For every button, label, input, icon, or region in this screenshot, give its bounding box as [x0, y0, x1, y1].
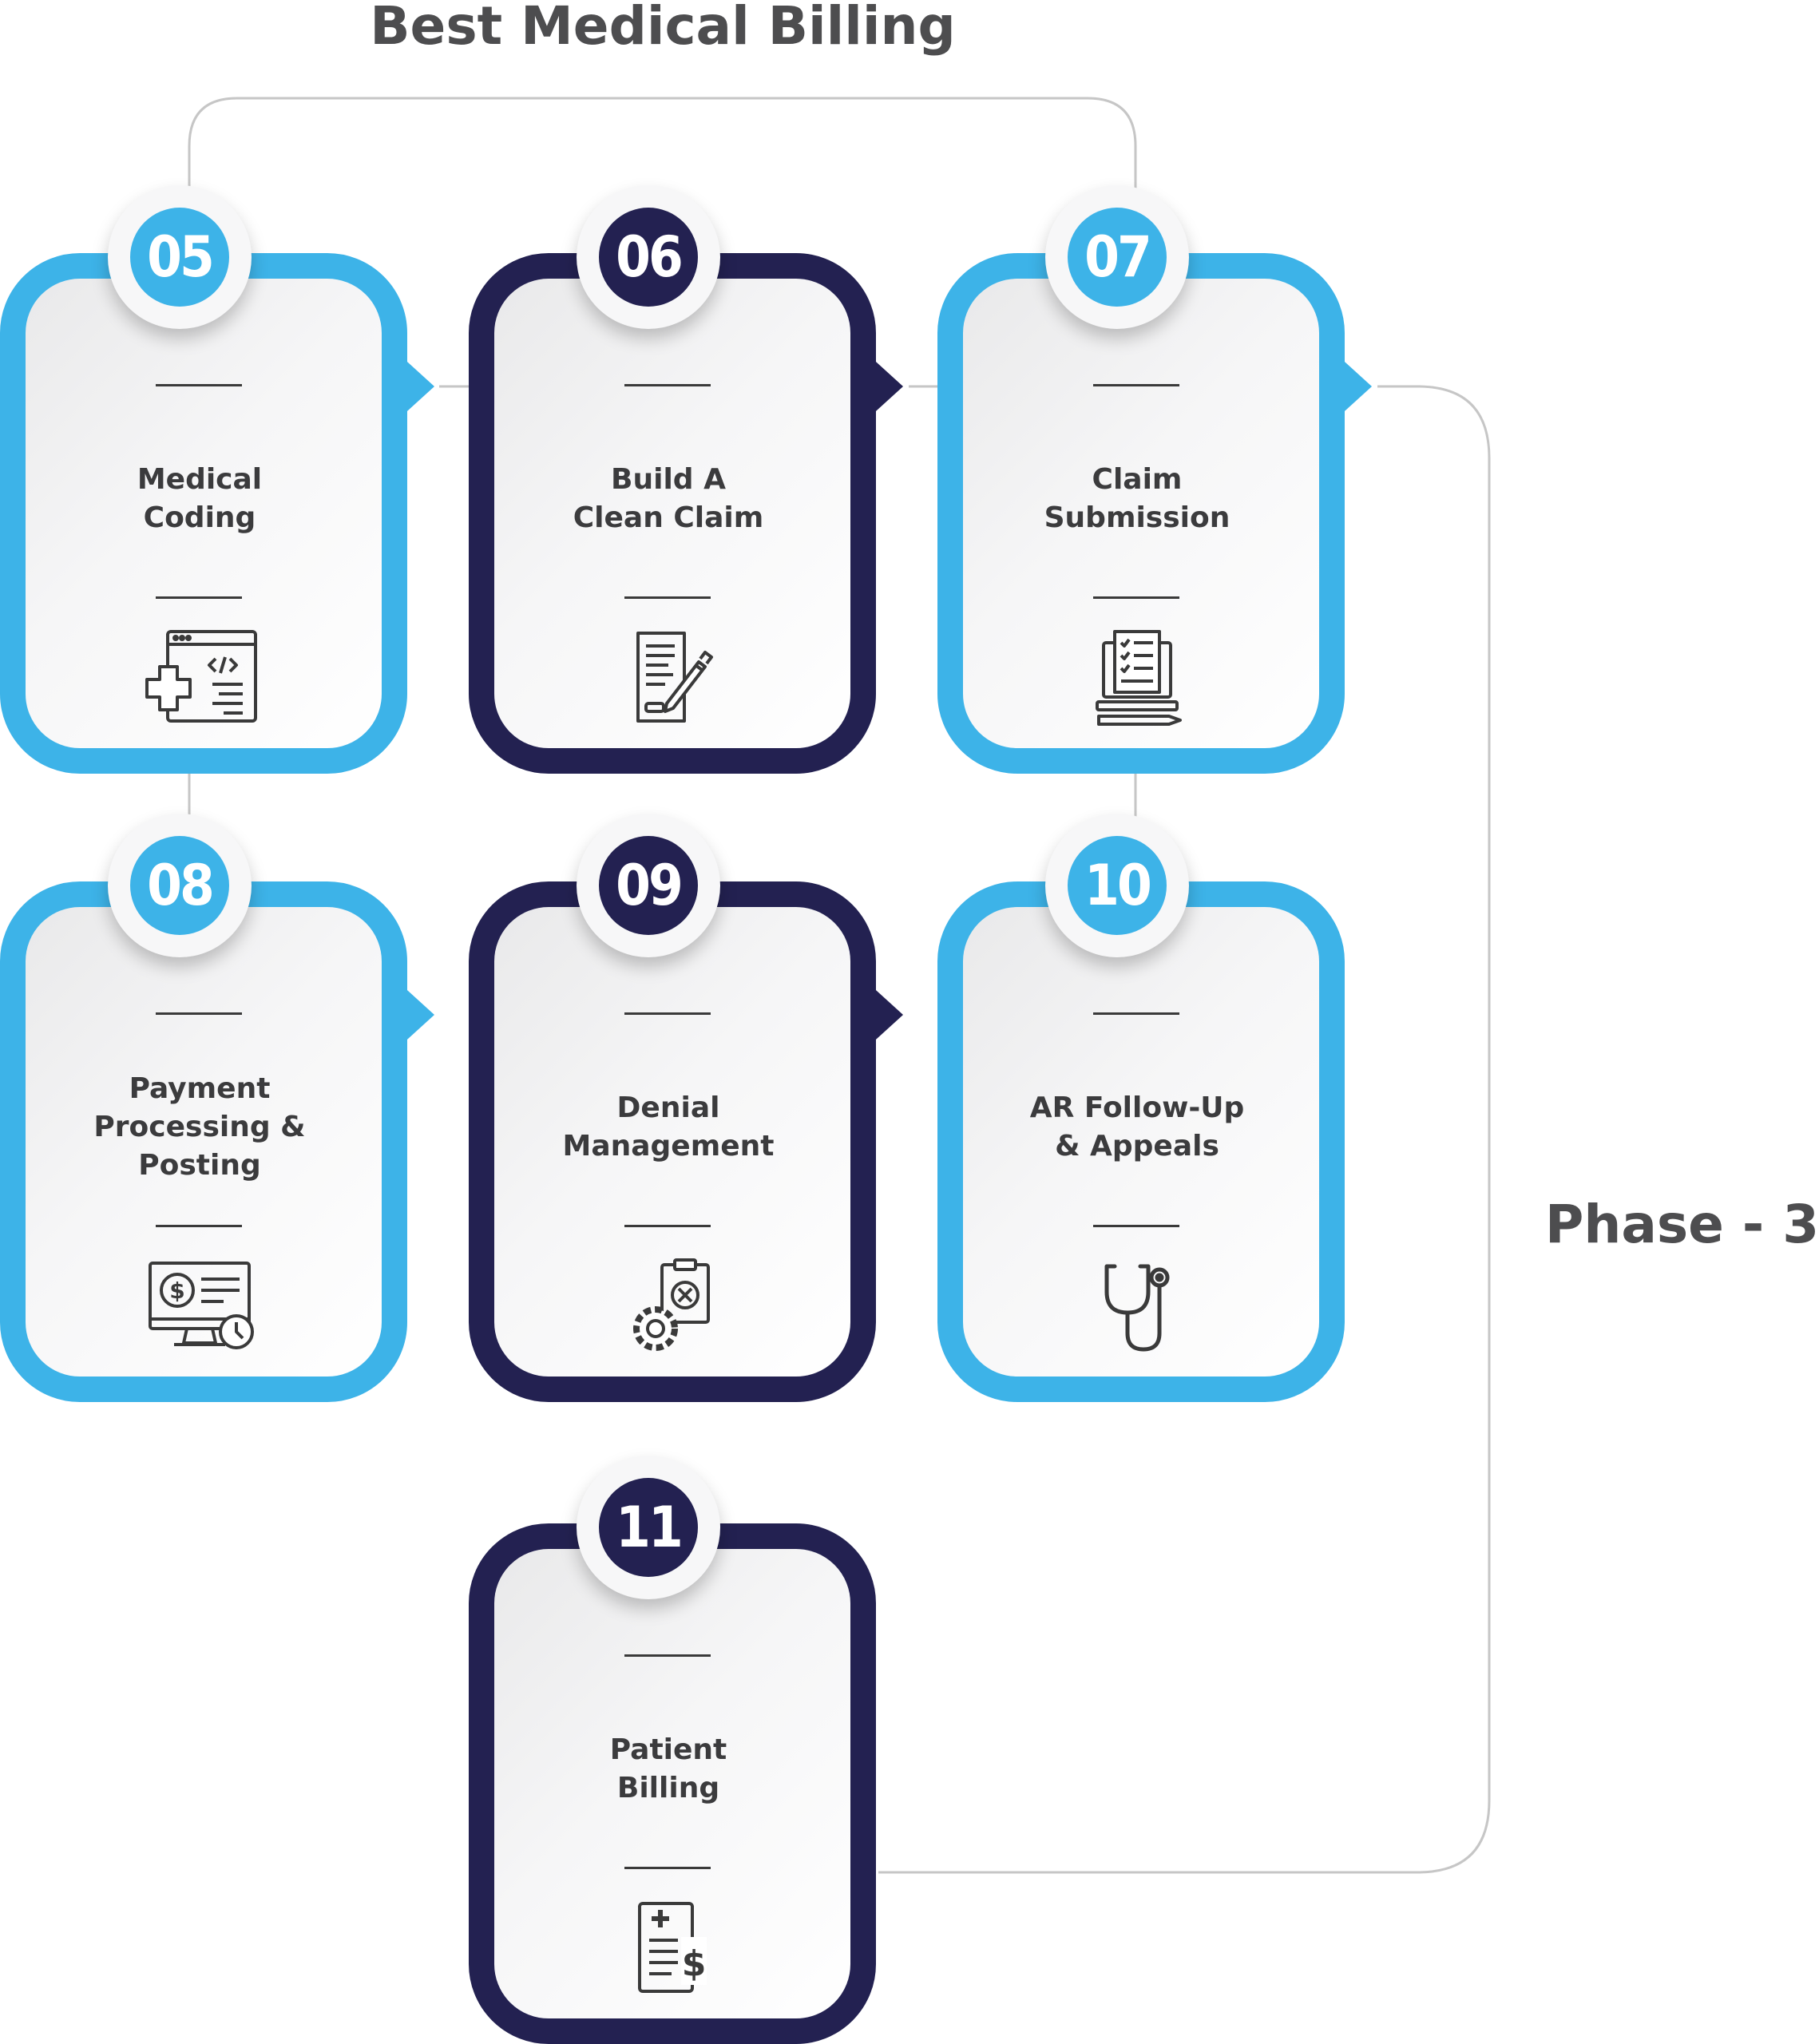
divider-bottom	[624, 596, 711, 599]
stethoscope-icon	[1073, 1255, 1201, 1357]
patient-bill-icon: $	[604, 1897, 732, 1999]
svg-text:$: $	[682, 1943, 707, 1984]
card-frame	[0, 253, 407, 774]
phase-label: Phase - 3	[1545, 1194, 1819, 1255]
step-label: AR Follow-Up & Appeals	[1029, 1091, 1245, 1163]
step-number-badge: 06	[599, 208, 698, 307]
payment-monitor-icon: $	[136, 1255, 264, 1357]
step-card-11: 11 Patient Billing $	[469, 1456, 876, 2044]
step-card-10: 10 AR Follow-Up & Appeals	[937, 814, 1345, 1402]
step-card-09: 09 Denial Management	[469, 814, 903, 1402]
step-number-badge: 08	[130, 836, 229, 935]
divider-bottom	[1093, 596, 1179, 599]
card-frame	[0, 881, 407, 1402]
medical-coding-icon	[136, 627, 264, 729]
divider-bottom	[624, 1867, 711, 1869]
denial-gear-clipboard-icon	[604, 1255, 732, 1357]
step-number-badge: 09	[599, 836, 698, 935]
step-number-badge: 10	[1068, 836, 1167, 935]
step-number-badge: 05	[130, 208, 229, 307]
divider-top	[1093, 384, 1179, 386]
claim-submission-icon	[1073, 627, 1201, 729]
step-label: Medical Coding	[137, 463, 263, 534]
card-frame	[469, 1523, 876, 2044]
divider-bottom	[1093, 1225, 1179, 1227]
step-number-badge: 07	[1068, 208, 1167, 307]
divider-top	[624, 384, 711, 386]
connector-07-11-return	[878, 385, 1491, 1874]
step-card-06: 06 Build A Clean Claim	[469, 185, 903, 774]
card-frame	[469, 881, 876, 1402]
step-number-badge: 11	[599, 1478, 698, 1577]
step-label: Denial Management	[562, 1091, 775, 1163]
step-label: Payment Processing & Posting	[93, 1072, 306, 1182]
connector-05-07-top-arc	[188, 97, 1137, 192]
divider-top	[1093, 1012, 1179, 1015]
step-card-08: 08 Payment Processing & Posting $	[0, 814, 434, 1402]
divider-bottom	[156, 1225, 242, 1227]
diagram-title: Best Medical Billing	[370, 0, 956, 57]
document-pen-icon	[604, 627, 732, 729]
card-frame	[469, 253, 876, 774]
step-label: Build A Clean Claim	[573, 463, 764, 534]
svg-text:$: $	[169, 1278, 184, 1304]
divider-top	[624, 1012, 711, 1015]
divider-bottom	[156, 596, 242, 599]
divider-top	[624, 1654, 711, 1657]
step-label: Patient Billing	[609, 1733, 727, 1804]
card-frame	[937, 881, 1345, 1402]
divider-bottom	[624, 1225, 711, 1227]
step-label: Claim Submission	[1044, 463, 1230, 534]
divider-top	[156, 384, 242, 386]
step-card-05: 05 Medical Coding	[0, 185, 434, 774]
divider-top	[156, 1012, 242, 1015]
step-card-07: 07 Claim Submission	[937, 185, 1372, 774]
